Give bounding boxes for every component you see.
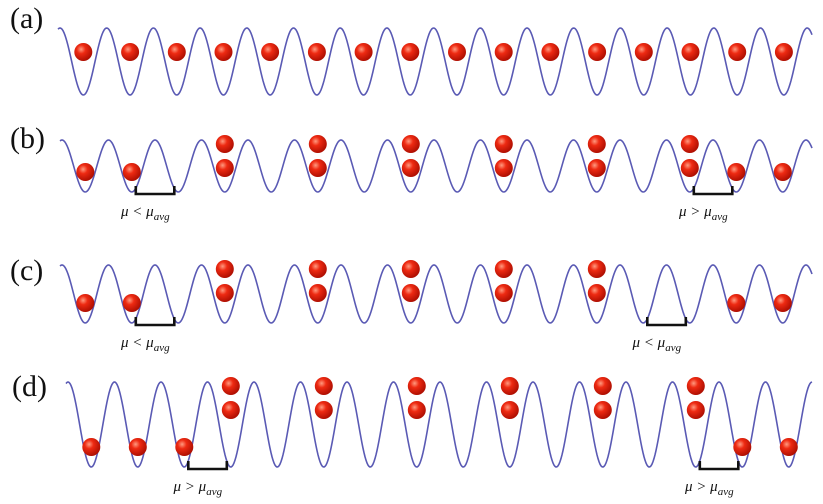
atom	[407, 401, 426, 419]
atom	[221, 377, 240, 395]
atom	[307, 43, 326, 61]
atom	[733, 438, 752, 456]
atom	[500, 401, 519, 419]
atom	[494, 43, 513, 61]
atom	[128, 438, 147, 456]
atom	[587, 159, 606, 177]
atom	[686, 401, 705, 419]
atom	[681, 43, 700, 61]
atom	[686, 377, 705, 395]
atom	[773, 294, 792, 312]
optical-lattice	[59, 139, 813, 193]
optical-lattice	[57, 27, 813, 96]
optical-lattice	[59, 264, 813, 324]
atom	[215, 284, 234, 302]
atom	[727, 163, 746, 181]
optical-lattice	[65, 381, 813, 468]
atom	[494, 159, 513, 177]
atom	[122, 294, 141, 312]
panel-3: (d) μ > μavg μ > μavg	[12, 370, 813, 498]
atom	[494, 260, 513, 278]
atom	[76, 163, 95, 181]
atom	[587, 260, 606, 278]
bracket	[187, 461, 229, 471]
atom	[773, 163, 792, 181]
atom	[401, 135, 420, 153]
atom	[728, 43, 747, 61]
panel-label: (c)	[10, 254, 43, 287]
bracket	[646, 317, 688, 327]
atom	[779, 438, 798, 456]
atom	[401, 43, 420, 61]
atom	[587, 284, 606, 302]
chemical-potential-label: μ > μavg	[173, 479, 223, 498]
bracket	[134, 317, 176, 327]
panels-layer: (a) (b) μ < μavg μ > μavg (c) μ < μavg μ < μav…	[10, 2, 813, 498]
atom	[680, 135, 699, 153]
atom	[167, 43, 186, 61]
atom	[308, 260, 327, 278]
atom	[494, 284, 513, 302]
chemical-potential-label: μ > μavg	[678, 204, 728, 223]
atom	[122, 163, 141, 181]
chemical-potential-label: μ < μavg	[120, 335, 170, 354]
atom	[494, 135, 513, 153]
atom	[175, 438, 194, 456]
atom	[261, 43, 280, 61]
bracket	[134, 186, 176, 196]
atom	[593, 401, 612, 419]
atom	[308, 284, 327, 302]
atom	[215, 260, 234, 278]
atom	[774, 43, 793, 61]
chemical-potential-label: μ > μavg	[684, 479, 734, 498]
atom	[308, 135, 327, 153]
bracket	[692, 186, 734, 196]
atom	[82, 438, 101, 456]
atom	[401, 284, 420, 302]
atom	[354, 43, 373, 61]
chemical-potential-label: μ < μavg	[632, 335, 682, 354]
panel-0: (a)	[10, 2, 813, 96]
panel-label: (b)	[10, 122, 45, 155]
atom	[401, 159, 420, 177]
atom	[448, 43, 466, 61]
chemical-potential-label: μ < μavg	[120, 204, 170, 223]
atom	[634, 43, 653, 61]
bracket	[698, 461, 740, 471]
atom	[308, 159, 327, 177]
atom	[587, 135, 606, 153]
atom	[541, 43, 560, 61]
atom	[680, 159, 699, 177]
atom	[214, 43, 233, 61]
panel-2: (c) μ < μavg μ < μavg	[10, 254, 813, 354]
atom	[215, 159, 234, 177]
atom	[74, 43, 93, 61]
atom	[401, 260, 420, 278]
panel-label: (a)	[10, 2, 43, 35]
atom	[407, 377, 426, 395]
atom	[500, 377, 519, 395]
atom	[588, 43, 607, 61]
atom	[593, 377, 612, 395]
atom	[314, 377, 333, 395]
atom	[215, 135, 234, 153]
atom	[76, 294, 95, 312]
panel-label: (d)	[12, 370, 47, 403]
panel-1: (b) μ < μavg μ > μavg	[10, 122, 813, 223]
atom	[121, 43, 140, 61]
atom	[221, 401, 240, 419]
atom	[314, 401, 333, 419]
atom	[727, 294, 746, 312]
